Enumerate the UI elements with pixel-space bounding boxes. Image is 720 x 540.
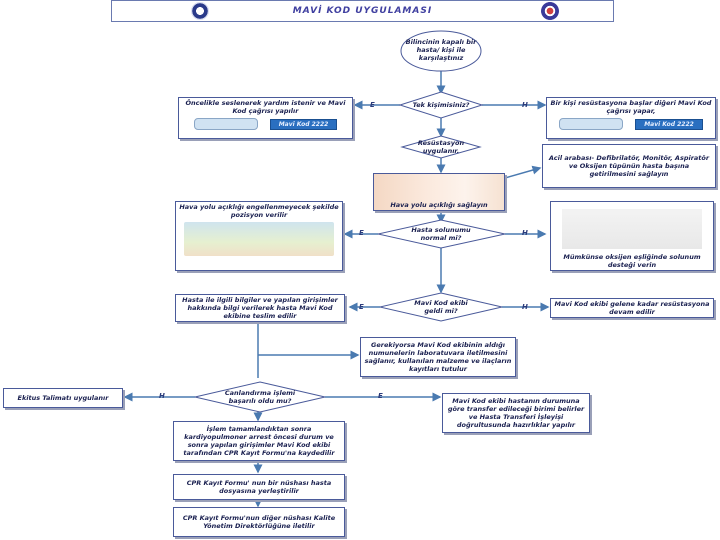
quality-box: CPR Kayıt Formu'nun diğer nüshası Kalite… (173, 507, 345, 537)
decision-team-arrived: Mavi Kod ekibi geldi mi? (414, 299, 468, 315)
oxygen-text: Mümkünse oksijen eşliğinde solunum deste… (563, 253, 701, 269)
label-d1-e: E (370, 101, 375, 109)
code-tabs-left: Mavi Kod 2222 (193, 118, 338, 130)
transfer-box: Mavi Kod ekibi hastanın durumuna göre tr… (442, 393, 590, 433)
equipment-box: Acil arabası- Defibrilatör, Monitör, Asp… (542, 144, 716, 188)
label-d4-e: E (378, 392, 383, 400)
right-seal-logo (541, 2, 559, 20)
start-node: Bilincinin kapalı bir hasta/ kişi ile ka… (405, 38, 477, 62)
call-for-help-box: Öncelikle seslenerek yardım istenir ve M… (178, 97, 353, 139)
start-resus-text: Bir kişi resüstasyona başlar diğeri Mavi… (550, 99, 712, 115)
exitus-box: Ekitus Talimatı uygulanır (3, 388, 123, 408)
equipment-text: Acil arabası- Defibrilatör, Monitör, Asp… (548, 154, 710, 178)
left-seal-logo (191, 2, 209, 20)
airway-position-text: Hava yolu açıklığı engellenmeyecek şekil… (179, 203, 339, 219)
decision-single-person: Tek kişimisiniz? (412, 101, 470, 109)
label-d2-e: E (359, 229, 364, 237)
quality-text: CPR Kayıt Formu'nun diğer nüshası Kalite… (182, 514, 336, 530)
oxygen-box: Mümkünse oksijen eşliğinde solunum deste… (550, 201, 714, 271)
airway-text: Hava yolu açıklığı sağlayın (390, 201, 488, 209)
lab-samples-box: Gerekiyorsa Mavi Kod ekibinin aldığı num… (360, 337, 516, 377)
start-resus-box: Bir kişi resüstasyona başlar diğeri Mavi… (546, 97, 716, 139)
cpr-record-text: İşlem tamamlandıktan sonra kardiyopulmon… (183, 425, 335, 457)
continue-resus-box: Mavi Kod ekibi gelene kadar resüstasyona… (550, 298, 714, 318)
label-d4-h: H (159, 392, 165, 400)
handover-box: Hasta ile ilgili bilgiler ve yapılan gir… (175, 294, 345, 322)
code-tabs-right: Mavi Kod 2222 (559, 118, 703, 130)
label-d1-h: H (522, 101, 528, 109)
phone-key-left (193, 118, 258, 130)
label-d2-h: H (522, 229, 528, 237)
handover-text: Hasta ile ilgili bilgiler ve yapılan gir… (182, 296, 338, 320)
page-title: MAVİ KOD UYGULAMASI (292, 6, 433, 16)
title-bar: MAVİ KOD UYGULAMASI (111, 0, 614, 22)
decision-breathing: Hasta solunumu normal mi? (411, 226, 471, 242)
label-d3-h: H (522, 303, 528, 311)
continue-resus-text: Mavi Kod ekibi gelene kadar resüstasyona… (554, 300, 710, 316)
cpr-copy-box: CPR Kayıt Formu' nun bir nüshası hasta d… (173, 474, 345, 500)
airway-box: Hava yolu açıklığı sağlayın (373, 173, 505, 211)
phone-key-right (559, 118, 624, 130)
label-d3-e: E (359, 303, 364, 311)
exitus-text: Ekitus Talimatı uygulanır (17, 394, 109, 402)
decision-success: Canlandırma işlemi başarılı oldu mu? (224, 389, 296, 405)
airway-position-box: Hava yolu açıklığı engellenmeyecek şekil… (175, 201, 343, 271)
cpr-illustration (562, 209, 702, 249)
position-illustration (184, 222, 334, 256)
lab-samples-text: Gerekiyorsa Mavi Kod ekibinin aldığı num… (364, 341, 512, 373)
cpr-record-box: İşlem tamamlandıktan sonra kardiyopulmon… (173, 421, 345, 461)
code-tab-right: Mavi Kod 2222 (635, 118, 703, 130)
cpr-copy-text: CPR Kayıt Formu' nun bir nüshası hasta d… (186, 479, 332, 495)
decision-resus: Resüstasyon uygulanır. (417, 139, 465, 155)
transfer-text: Mavi Kod ekibi hastanın durumuna göre tr… (447, 397, 585, 429)
call-for-help-text: Öncelikle seslenerek yardım istenir ve M… (185, 99, 346, 115)
code-tab-left: Mavi Kod 2222 (269, 118, 338, 130)
